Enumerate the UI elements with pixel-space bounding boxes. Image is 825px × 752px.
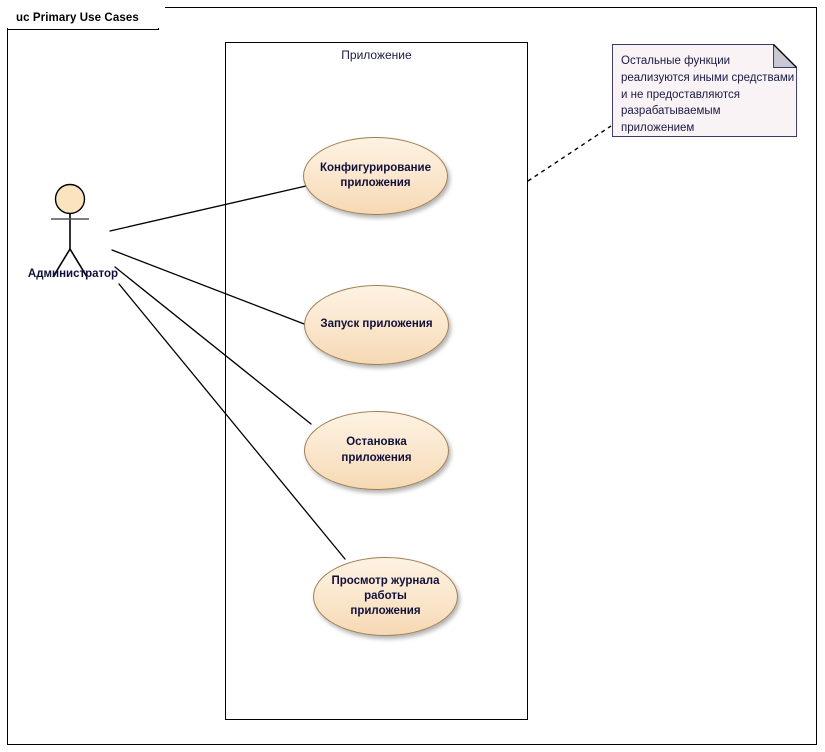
use-case-start[interactable]: Запуск приложения <box>304 285 449 365</box>
system-boundary-label: Приложение <box>341 48 412 62</box>
frame-title-tab: uc Primary Use Cases <box>7 7 165 28</box>
use-case-configure-label: Конфигурирование приложения <box>306 161 445 191</box>
use-case-view-log-line1: Просмотр журнала <box>331 574 440 587</box>
frame-title-label: uc Primary Use Cases <box>16 11 139 24</box>
use-case-configure-line2: приложения <box>340 177 411 189</box>
diagram-frame <box>7 7 817 745</box>
use-case-stop-line2: приложения <box>341 451 412 464</box>
use-case-configure-line1: Конфигурирование <box>319 161 432 174</box>
use-case-view-log[interactable]: Просмотр журнала работы приложения <box>313 557 458 636</box>
actor-label: Администратор <box>27 268 119 280</box>
use-case-view-log-label: Просмотр журнала работы приложения <box>314 574 457 620</box>
use-case-stop-label: Остановка приложения <box>327 435 425 465</box>
use-case-start-line1: Запуск приложения <box>320 318 433 331</box>
use-case-view-log-line2: работы приложения <box>350 589 421 618</box>
note-text: Остальные функции реализуются иными сред… <box>621 55 795 135</box>
use-case-start-label: Запуск приложения <box>306 317 446 332</box>
use-case-stop-line1: Остановка <box>346 436 407 449</box>
use-case-configure[interactable]: Конфигурирование приложения <box>303 137 448 215</box>
use-case-stop[interactable]: Остановка приложения <box>304 411 449 490</box>
